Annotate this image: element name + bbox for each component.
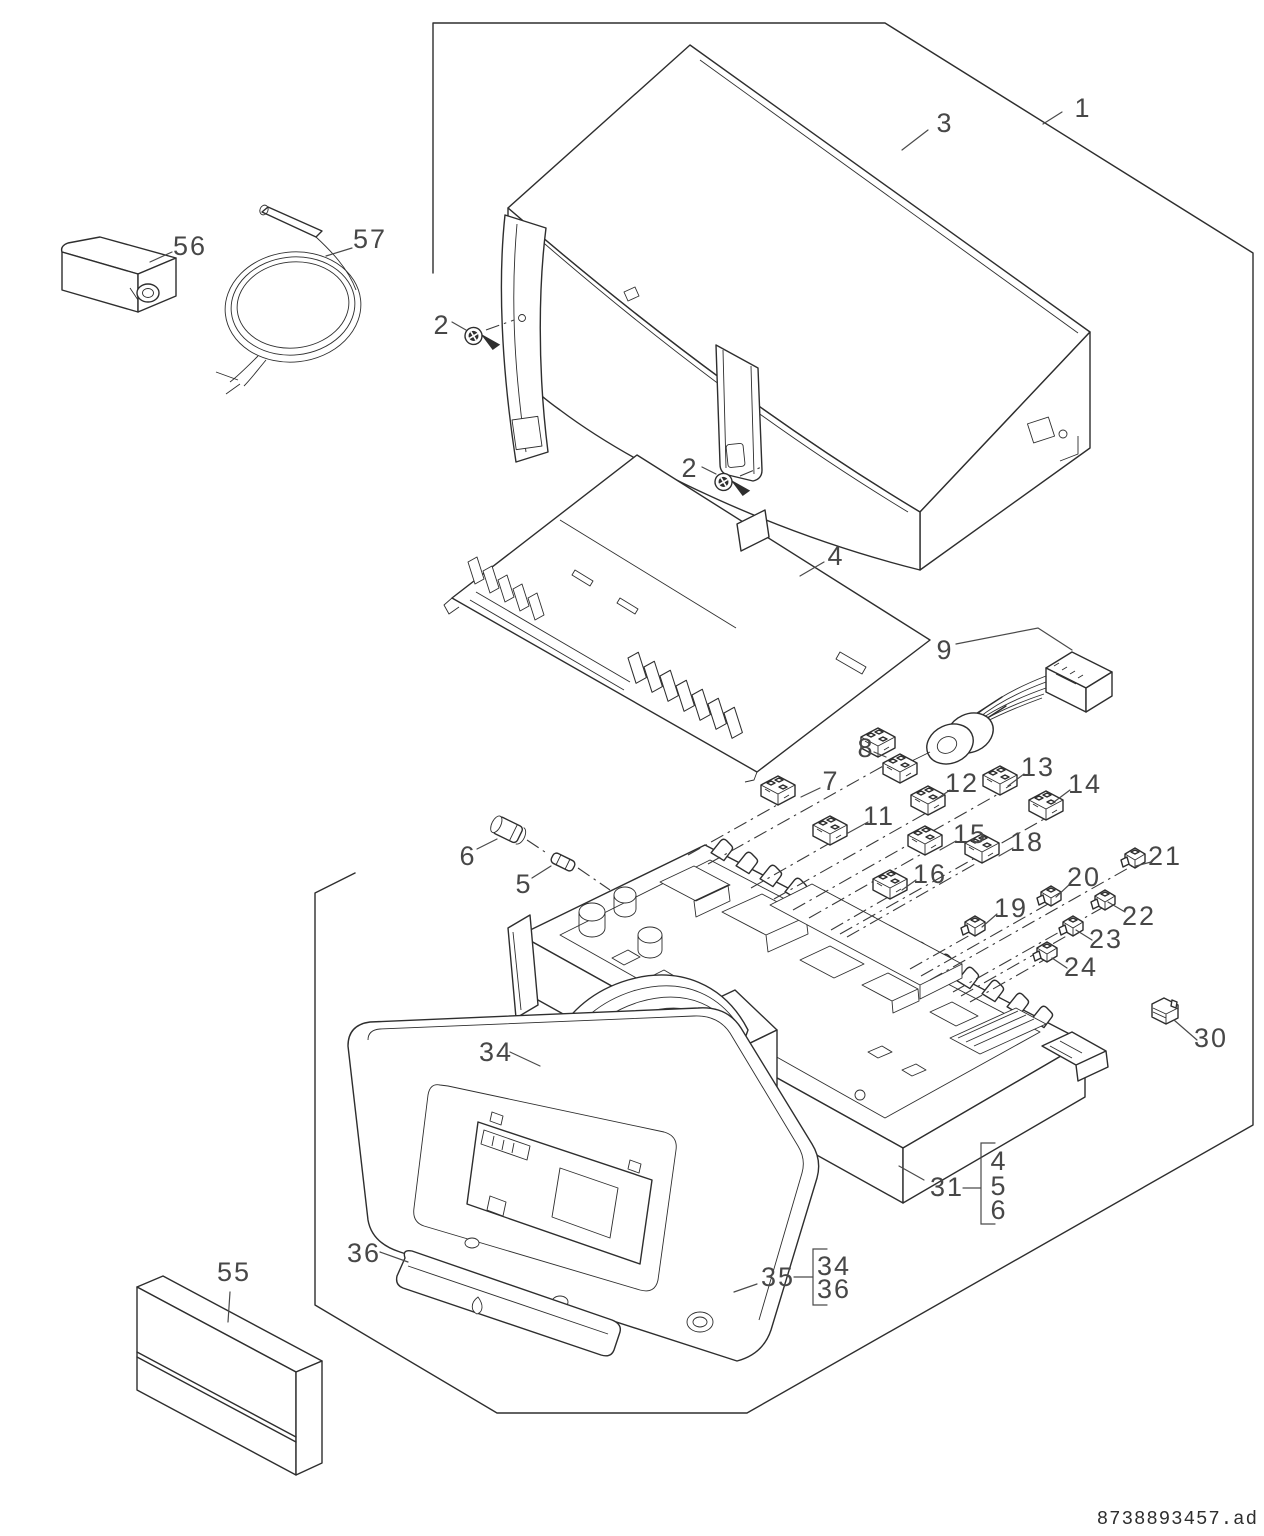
leader-line-14	[1053, 789, 1071, 803]
part-label-20: 20	[1067, 862, 1101, 892]
leader-line-9	[955, 627, 1073, 651]
part-label-2: 2	[433, 310, 450, 340]
leader-line-22	[1107, 901, 1126, 913]
part-label-30: 30	[1194, 1023, 1228, 1053]
connector-14	[1028, 790, 1064, 821]
leader-line-8	[873, 751, 887, 758]
part-label-36: 36	[347, 1238, 381, 1268]
leader-line-12	[933, 789, 951, 802]
part-label-1: 1	[1074, 93, 1091, 123]
leader-line-7	[800, 787, 821, 798]
part-55-blank-panel	[136, 1275, 323, 1476]
group-35-item-34: 34	[817, 1251, 851, 1281]
leader-line-2	[701, 466, 717, 475]
part-label-31: 31	[930, 1172, 964, 1202]
leader-line-1	[1042, 111, 1063, 125]
leader-line-5	[531, 865, 552, 879]
part-35-front-bezel	[347, 1007, 820, 1362]
part-label-18: 18	[1010, 827, 1044, 857]
connector-22	[1090, 889, 1116, 911]
part-label-7: 7	[822, 766, 839, 796]
leader-line-16	[901, 879, 917, 891]
part-label-2: 2	[681, 453, 698, 483]
pcb-board	[559, 859, 1047, 1119]
part-label-13: 13	[1021, 752, 1055, 782]
leader-line-15	[939, 840, 957, 851]
leader-line-31	[898, 1165, 925, 1181]
part-5-fuse	[550, 852, 576, 872]
part-label-16: 16	[913, 859, 947, 889]
leader-line-19	[981, 913, 998, 928]
part-label-19: 19	[994, 893, 1028, 923]
part-label-23: 23	[1089, 924, 1123, 954]
document-code: 8738893457.ad	[1097, 1508, 1258, 1530]
part-label-11: 11	[863, 801, 895, 831]
connector-23	[1058, 915, 1084, 937]
part-57-sensor-cable	[215, 204, 362, 395]
leader-line-30	[1173, 1019, 1198, 1041]
part-label-24: 24	[1064, 952, 1098, 982]
group-35-item-36: 36	[817, 1274, 851, 1304]
part-label-35: 35	[761, 1262, 795, 1292]
connector-8b	[882, 753, 918, 784]
leader-line-24	[1051, 957, 1068, 969]
leader-line-18	[998, 847, 1014, 857]
leader-line-6	[476, 838, 498, 850]
part-label-12: 12	[945, 768, 979, 798]
leader-line-2	[451, 321, 467, 331]
leader-line-57	[325, 247, 353, 257]
connector-13	[982, 765, 1018, 796]
part-label-21: 21	[1148, 841, 1182, 871]
part-label-14: 14	[1068, 769, 1102, 799]
leader-line-56	[149, 251, 173, 263]
leader-line-3	[901, 129, 929, 151]
leader-line-13	[1007, 773, 1025, 787]
part-label-4: 4	[827, 541, 844, 571]
screw-2-left	[462, 324, 504, 353]
connector-19	[960, 915, 986, 937]
connector-16	[872, 869, 908, 900]
leader-line-4	[799, 561, 825, 577]
leader-line-21	[1135, 861, 1152, 867]
leader-line-20	[1055, 883, 1071, 898]
leader-line-34	[509, 1051, 541, 1067]
connector-7	[760, 775, 796, 806]
part-36-cover-strip	[395, 1249, 622, 1357]
callout-layer: 1322465987111213141516181920212223243034…	[149, 93, 1228, 1323]
part-label-5: 5	[515, 869, 532, 899]
part-label-34: 34	[479, 1037, 513, 1067]
leader-line-11	[847, 821, 869, 834]
connector-11	[812, 815, 848, 846]
part-3-top-cover	[500, 44, 1091, 571]
part-label-3: 3	[936, 108, 953, 138]
part-label-8: 8	[857, 733, 874, 763]
group-bracket-35	[812, 1248, 828, 1306]
leader-line-35	[733, 1283, 758, 1293]
part-9-cable-harness	[904, 651, 1113, 765]
part-label-22: 22	[1122, 901, 1156, 931]
connector-15	[907, 825, 943, 856]
group-31-item-4: 4	[990, 1146, 1007, 1176]
part-label-55: 55	[217, 1257, 251, 1287]
part-label-15: 15	[953, 819, 987, 849]
part-label-6: 6	[459, 841, 476, 871]
assembly-frame	[314, 22, 1254, 1414]
group-31-item-5: 5	[990, 1171, 1007, 1201]
display-module	[466, 1111, 653, 1265]
part-label-57: 57	[353, 224, 387, 254]
group-bracket-31	[980, 1142, 996, 1225]
alignment-axes	[526, 764, 1133, 1003]
leader-line-23	[1075, 929, 1093, 941]
leader-line-55	[227, 1291, 231, 1323]
connector-12	[910, 785, 946, 816]
part-label-56: 56	[173, 231, 207, 261]
group-31-item-6: 6	[990, 1195, 1007, 1225]
part-56-sensor-housing	[60, 236, 177, 313]
part-4-shield-tray	[443, 454, 931, 783]
part-6-fuse-holder	[490, 815, 527, 845]
leader-line-36	[379, 1251, 409, 1263]
part-label-9: 9	[936, 635, 953, 665]
